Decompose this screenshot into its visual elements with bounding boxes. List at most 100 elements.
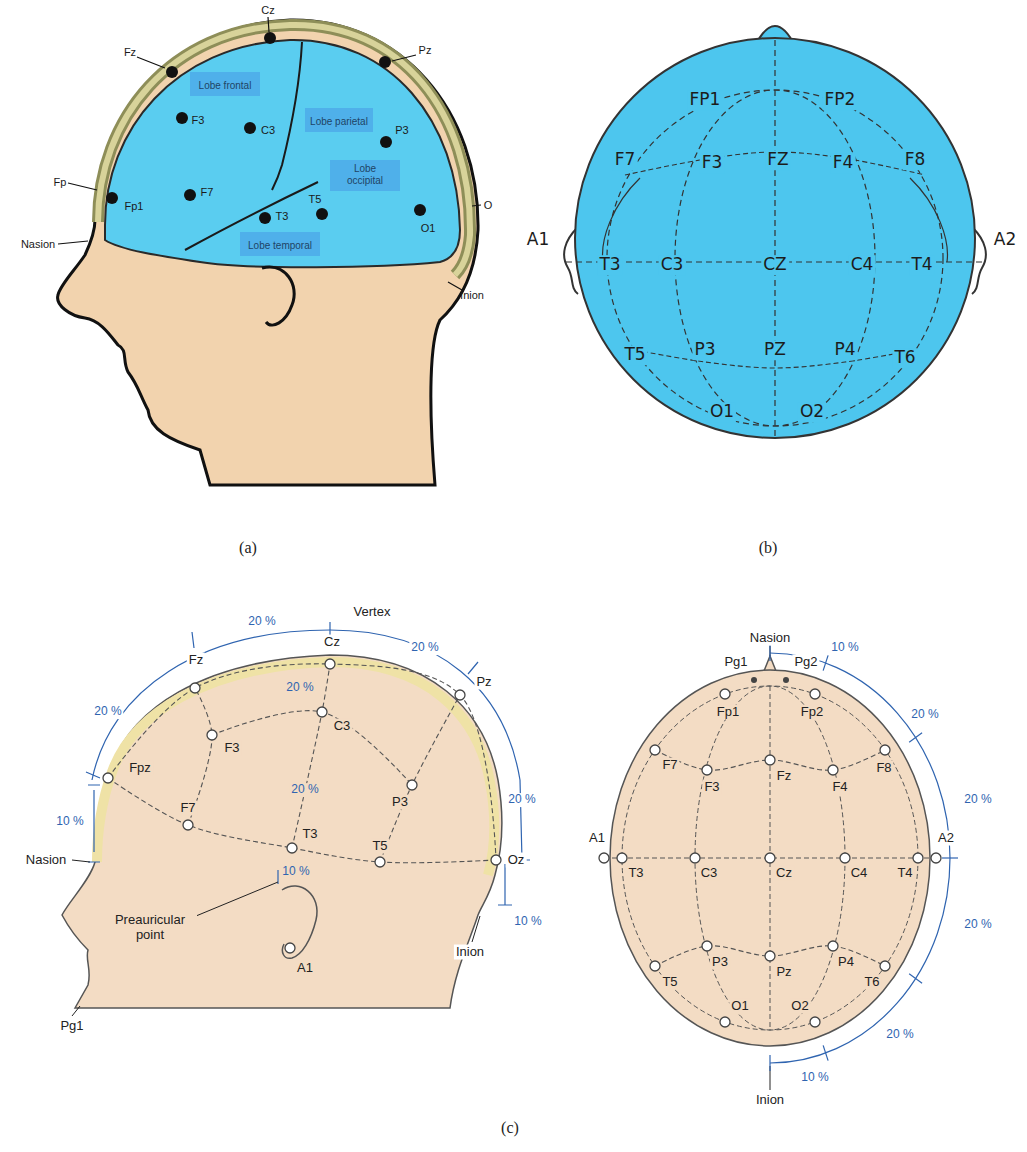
electrode-label: O1	[729, 999, 750, 1014]
pg-points	[751, 677, 789, 683]
electrode-label: PZ	[762, 340, 788, 360]
electrode-label: T3	[597, 255, 622, 275]
electrode-label: C3	[259, 124, 277, 137]
leader-lines-c	[72, 860, 480, 1016]
electrode-label: F3	[700, 153, 725, 173]
electrode-label: A1	[295, 961, 315, 976]
electrode-dot	[414, 204, 426, 216]
percent-ticks-right	[770, 645, 958, 1071]
percent-tick	[909, 974, 922, 983]
electrode-label: O2	[798, 402, 826, 422]
electrode-circle	[285, 943, 295, 953]
percent-label: 10 %	[799, 1071, 830, 1085]
electrode-label: F8	[874, 761, 893, 776]
central-sulcus	[272, 42, 302, 190]
electrode-label: T6	[862, 975, 881, 990]
electrode-label: O1	[419, 222, 438, 235]
electrode-label: Fp1	[123, 200, 146, 213]
electrode-label: T3	[300, 827, 319, 842]
lobe-name: Lobe occipital	[335, 163, 395, 187]
electrode-label: T5	[622, 345, 647, 365]
electrode-dots	[106, 32, 426, 224]
electrode-dot	[184, 189, 196, 201]
percent-label: 10 %	[512, 915, 543, 929]
electrode-label: P4	[836, 955, 856, 970]
electrode-label: T5	[370, 839, 389, 854]
electrode-dot	[176, 112, 188, 124]
pg-point	[751, 677, 757, 683]
skull-band	[98, 25, 470, 275]
lobe-box: Lobe frontal	[190, 72, 260, 96]
electrode-dot	[106, 192, 118, 204]
electrode-circle	[207, 730, 217, 740]
lobe-name: Lobe parietal	[310, 116, 368, 128]
percent-label: 20 %	[246, 615, 277, 629]
electrode-circle	[325, 659, 335, 669]
percent-tick	[909, 733, 922, 742]
electrode-label: Inion	[754, 1093, 786, 1108]
dashed-line	[108, 664, 496, 860]
electrode-circle	[183, 820, 193, 830]
percent-arc-right	[770, 653, 950, 1063]
electrode-label: T4	[909, 255, 934, 275]
dashed-grid-c	[604, 686, 936, 1030]
ear-c	[282, 886, 317, 958]
electrode-circle	[810, 689, 820, 699]
electrode-circle	[702, 765, 712, 775]
electrode-label: C3	[332, 719, 353, 734]
electrode-label: C4	[849, 866, 870, 881]
electrode-label: F4	[830, 780, 849, 795]
electrode-label: Nasion	[19, 238, 57, 251]
electrode-circle	[317, 707, 327, 717]
electrode-label: F7	[199, 186, 216, 199]
ear-curves	[603, 178, 948, 262]
electrode-circle	[407, 780, 417, 790]
pg-point	[783, 677, 789, 683]
electrode-label: O2	[789, 999, 810, 1014]
electrode-label: C4	[849, 255, 876, 275]
electrode-label: Fp	[52, 176, 69, 189]
electrode-circle	[702, 941, 712, 951]
electrode-label: Cz	[259, 4, 276, 17]
panel-caption: (a)	[237, 539, 259, 557]
skull-band-inner	[98, 25, 470, 275]
electrode-label: Fz	[775, 769, 793, 784]
dashed-lines	[108, 152, 925, 966]
electrode-label: P3	[390, 795, 410, 810]
electrode-label: F3	[222, 741, 241, 756]
electrode-label: CZ	[761, 255, 789, 275]
electrode-label: F3	[190, 114, 207, 127]
electrode-circles	[103, 659, 941, 1027]
electrode-label: O	[482, 199, 495, 212]
head-top-c	[610, 670, 930, 1046]
electrode-label: T3	[274, 210, 291, 223]
electrode-label: FZ	[765, 150, 790, 170]
electrode-circle	[103, 773, 113, 783]
percent-label: 10 %	[829, 641, 860, 655]
midline	[774, 40, 775, 438]
brain-region	[105, 40, 460, 267]
electrode-label: Fz	[122, 46, 138, 59]
electrode-circle	[491, 855, 501, 865]
dashed-line	[108, 778, 496, 863]
percent-label: 20 %	[92, 705, 123, 719]
skull-band-c	[97, 662, 494, 875]
electrode-label: Nasion	[24, 853, 68, 868]
electrode-dot	[259, 212, 271, 224]
percent-ticks-left	[86, 622, 530, 905]
electrode-circle	[828, 941, 838, 951]
lobe-name: Lobe frontal	[199, 80, 252, 92]
electrode-dot	[264, 32, 276, 44]
electrode-label: F7	[178, 801, 197, 816]
electrode-circle	[828, 765, 838, 775]
percent-label: 20 %	[284, 681, 315, 695]
electrode-circle	[840, 853, 850, 863]
electrode-circle	[287, 843, 297, 853]
electrode-dot	[244, 122, 256, 134]
electrode-label: A1	[587, 831, 607, 846]
electrode-circle	[880, 745, 890, 755]
electrode-label: P3	[393, 124, 410, 137]
electrode-label: T6	[892, 348, 917, 368]
electrode-circle	[599, 853, 609, 863]
